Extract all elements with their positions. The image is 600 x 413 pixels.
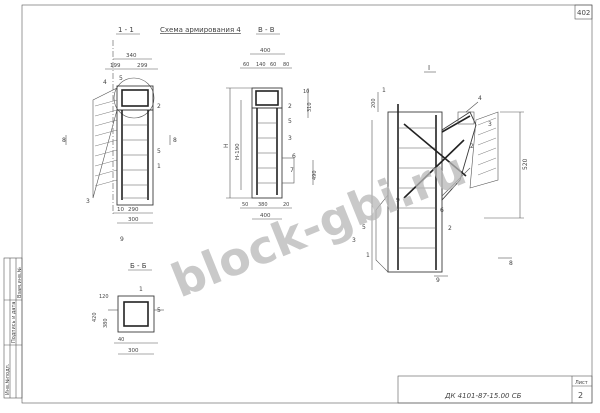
dim-120: 120: [99, 294, 109, 300]
callout-7-a: 7: [290, 167, 294, 174]
callout-5-c: 5: [288, 118, 292, 125]
dim-199: 199: [110, 63, 121, 69]
dim-H: H: [223, 143, 230, 148]
callout-6-a: 6: [292, 153, 296, 160]
callout-5-b: 5: [157, 148, 161, 155]
callout-8-c: 8: [509, 260, 513, 267]
drawing-frame: [21, 4, 593, 404]
callout-1-b: 1: [139, 286, 143, 293]
watermark: block-gbi.ru: [164, 141, 473, 308]
dim-200: 200: [371, 98, 377, 108]
side-stamp: Инв.№подл. Подпись и дата Взам.инв.№: [3, 257, 23, 399]
scheme-title: Схема армирования 4: [160, 26, 241, 34]
callout-9-b: 9: [396, 197, 400, 204]
dim-400b: 400: [260, 213, 271, 219]
callout-8-a: 8: [62, 137, 66, 144]
dim-60: 60: [243, 62, 249, 68]
section-1-1: 1 - 1 340 199 299: [62, 26, 177, 243]
callout-5-e: 5: [362, 224, 366, 231]
callout-4-a: 4: [103, 79, 107, 86]
callout-2-d: 2: [448, 225, 452, 232]
callout-1-c: 1: [382, 87, 386, 94]
dim-80: 80: [283, 62, 289, 68]
heading-1-1: 1 - 1: [118, 26, 134, 34]
dim-420: 420: [92, 312, 98, 322]
dim-380b: 380: [103, 318, 109, 328]
callout-5-a: 5: [119, 75, 123, 82]
title-sheet-label: Лист: [575, 380, 588, 386]
sheet-number-box: [574, 4, 593, 20]
callout-2-b: 2: [288, 103, 292, 110]
sheet-number: 402: [577, 9, 590, 17]
heading-v-v: В - В: [258, 26, 275, 34]
dim-20: 20: [283, 202, 289, 208]
dim-50: 50: [242, 202, 248, 208]
callout-1-a: 1: [157, 163, 161, 170]
dim-310: 310: [307, 102, 313, 112]
callout-5-d: 5: [157, 307, 161, 314]
dim-340: 340: [126, 53, 137, 59]
stamp-text-1: Инв.№подл.: [5, 363, 11, 395]
dim-290: 290: [128, 207, 139, 213]
dim-300: 300: [128, 217, 139, 223]
slab-hatching-left: [94, 99, 118, 187]
callout-9-a: 9: [120, 236, 124, 243]
heading-b-b: Б - Б: [130, 262, 147, 270]
dim-300b: 300: [128, 348, 139, 354]
callout-1-d: 1: [366, 252, 370, 259]
callout-2-c: 2: [470, 143, 474, 150]
title-block: ДК 4101-87-15.00 СБ Лист 2: [397, 375, 593, 404]
callout-4-b: 4: [478, 95, 482, 102]
callout-6-b: 6: [440, 207, 444, 214]
dim-10-b: 10: [303, 89, 309, 95]
stamp-text-2: Подпись и дата: [11, 302, 17, 343]
dim-H-190: H-190: [235, 143, 241, 160]
dim-10-a: 10: [117, 207, 124, 213]
view-i: I 200: [352, 64, 529, 284]
dim-490: 490: [312, 170, 318, 180]
dim-520: 520: [522, 158, 529, 170]
heading-view-i: I: [428, 64, 430, 72]
slab-hatching-right: [477, 117, 497, 176]
callout-8-b: 8: [173, 137, 177, 144]
stamp-text-3: Взам.инв.№: [17, 266, 23, 298]
title-sheet-number: 2: [578, 391, 583, 400]
callout-9-c: 9: [436, 277, 440, 284]
dim-40: 40: [118, 337, 124, 343]
section-b-b: Б - Б 120 420 380 40 300 1 5: [92, 262, 164, 355]
dim-400: 400: [260, 48, 271, 54]
dim-60b: 60: [270, 62, 276, 68]
dim-380: 380: [258, 202, 268, 208]
callout-2-a: 2: [157, 103, 161, 110]
title-code: ДК 4101-87-15.00 СБ: [444, 392, 522, 400]
callout-3-d: 3: [352, 237, 356, 244]
callout-3-c: 3: [488, 121, 492, 128]
callout-3-a: 3: [86, 198, 90, 205]
section-v-v: В - В 400 60 140 60 80 H H-190 10 310 49…: [223, 26, 318, 220]
callout-3-b: 3: [288, 135, 292, 142]
dim-299: 299: [137, 63, 148, 69]
dim-140: 140: [256, 62, 266, 68]
